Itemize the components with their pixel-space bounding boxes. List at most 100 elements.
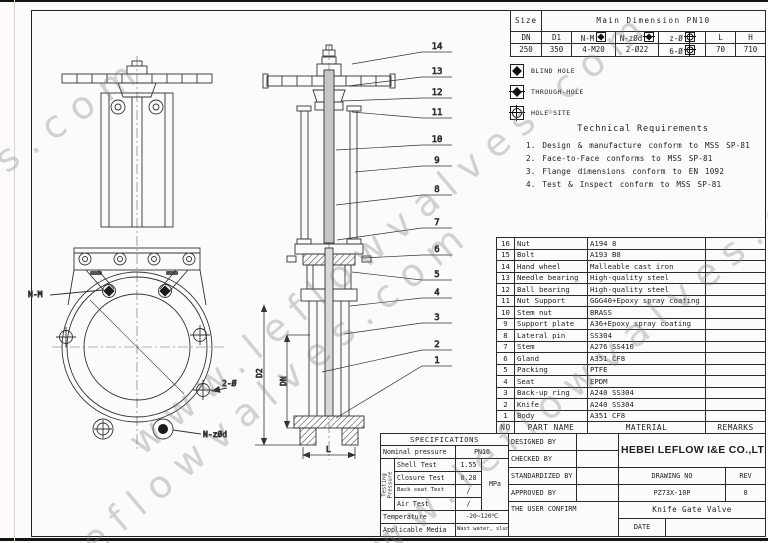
cast-mark	[90, 271, 102, 275]
callout-14: 14	[351, 42, 452, 65]
callout-10: 10	[335, 135, 452, 151]
svg-text:2: 2	[434, 340, 439, 350]
yoke-columns-side	[296, 105, 362, 245]
testing-pressure-label: Testing Pressure	[380, 458, 395, 511]
body-side	[308, 247, 350, 417]
hole-site-icon	[683, 44, 696, 56]
requirement-item: 4. Test & Inspect conform to MSS SP-81	[526, 180, 722, 189]
callout-8: 8	[335, 185, 452, 206]
label-n-zdd: N-zØd	[203, 429, 227, 439]
side-view: L	[262, 44, 396, 460]
callout-6: 6	[361, 245, 452, 259]
body-flange-front	[61, 271, 213, 423]
technical-requirements-title: Technical Requirements	[577, 124, 709, 134]
pressure-unit: MPa	[480, 458, 510, 511]
legend-hole-site: HOLE SITE	[509, 104, 670, 121]
dim-l: L	[326, 445, 331, 454]
svg-text:12: 12	[432, 88, 443, 98]
svg-text:13: 13	[432, 67, 443, 77]
blind-hole-icon	[510, 63, 524, 78]
svg-text:6: 6	[434, 245, 439, 255]
company-name: HEBEI LEFLOW I&E CO.,LTD	[618, 433, 766, 468]
centerlines	[52, 56, 224, 450]
col-n-zdd: N-zØd	[615, 31, 659, 44]
svg-text:3: 3	[434, 313, 439, 323]
svg-text:10: 10	[432, 135, 443, 145]
sheet-bottom-edge	[0, 538, 768, 541]
dim-d2: D2	[255, 368, 264, 378]
callout-4: 4	[349, 288, 452, 307]
user-confirm-label: THE USER CONFIRM	[508, 501, 619, 537]
svg-text:9: 9	[434, 156, 439, 166]
svg-text:14: 14	[432, 42, 443, 52]
blind-hole-mark	[103, 285, 115, 297]
date-value	[665, 518, 766, 537]
rev-label: REV	[725, 467, 766, 485]
hole-site-icon	[509, 104, 525, 121]
requirement-item: 2. Face-to-Face conforms to MSS SP-81	[526, 154, 713, 163]
specifications-table: SPECIFICATIONS Nominal pressure PN10 Tes…	[379, 433, 510, 537]
label-2-d: 2-Ø	[222, 378, 237, 388]
callout-13: 13	[347, 67, 452, 87]
knife-plate	[324, 247, 334, 417]
svg-text:1: 1	[434, 356, 439, 366]
callout-3: 3	[343, 313, 452, 335]
col-z-d: z-Ø	[658, 31, 706, 44]
front-view-labels: N-M 2-Ø N-zØd	[28, 290, 238, 440]
applicable-media-value: Wast water, slurry	[454, 523, 510, 537]
l-dimension: L	[302, 445, 356, 459]
blind-hole-mark	[159, 285, 171, 297]
yoke-front	[100, 92, 174, 228]
svg-text:5: 5	[434, 270, 439, 280]
callout-12: 12	[341, 88, 452, 102]
title-block: DESIGNED BY HEBEI LEFLOW I&E CO.,LTD CHE…	[508, 433, 766, 537]
date-label: DATE	[618, 518, 666, 537]
part-name: Nut	[514, 237, 588, 250]
callouts: 14 13 12 11 10 9 8 7 6 5 4 3 2 1	[321, 42, 452, 419]
sheet-top-edge	[0, 0, 768, 2]
legend-through-hole: THROUGH-HOLE	[509, 84, 670, 99]
svg-text:7: 7	[434, 218, 439, 228]
svg-text:4: 4	[434, 288, 439, 298]
callout-2: 2	[321, 340, 452, 373]
bottom-flange-side	[293, 415, 365, 446]
hole-site-icon	[683, 32, 696, 43]
legend-blind-hole: BLIND HOLE	[510, 63, 670, 78]
dimensions: D2 DN	[255, 304, 310, 446]
callout-7: 7	[336, 218, 452, 241]
part-remarks	[705, 237, 766, 250]
callout-5: 5	[351, 270, 452, 281]
val-n-zdd: 2-Ø22	[615, 43, 659, 57]
cast-mark	[166, 271, 178, 275]
main-dimension-table: Size Main Dimension PN10 DN D1 N-M N-zØd…	[510, 10, 767, 57]
val-n-m: 4-M20	[571, 43, 616, 57]
part-no: 16	[496, 237, 515, 250]
label-n-m: N-M	[28, 290, 43, 299]
through-hole-icon	[509, 84, 525, 99]
requirement-item: 1. Design & manufacture conform to MSS S…	[526, 141, 750, 150]
front-view: N-M 2-Ø N-zØd	[28, 56, 237, 450]
blind-hole-icon	[596, 32, 607, 43]
sheet-frame	[31, 10, 766, 537]
svg-text:11: 11	[432, 108, 443, 118]
technical-requirements: Technical Requirements 1. Design & manuf…	[520, 124, 766, 193]
top-plate-front	[67, 247, 207, 306]
requirement-item: 3. Flange dimensions conform to EN 1092	[526, 167, 725, 176]
callout-1: 1	[335, 356, 452, 419]
stem-side	[323, 69, 335, 244]
callout-11: 11	[351, 108, 452, 119]
through-hole-mark	[158, 424, 168, 434]
hole-legend: BLIND HOLE THROUGH-HOLE HOLE SITE	[509, 63, 670, 127]
hole-site-mark	[56, 325, 213, 400]
dim-dn: DN	[279, 376, 288, 386]
svg-text:8: 8	[434, 185, 439, 195]
